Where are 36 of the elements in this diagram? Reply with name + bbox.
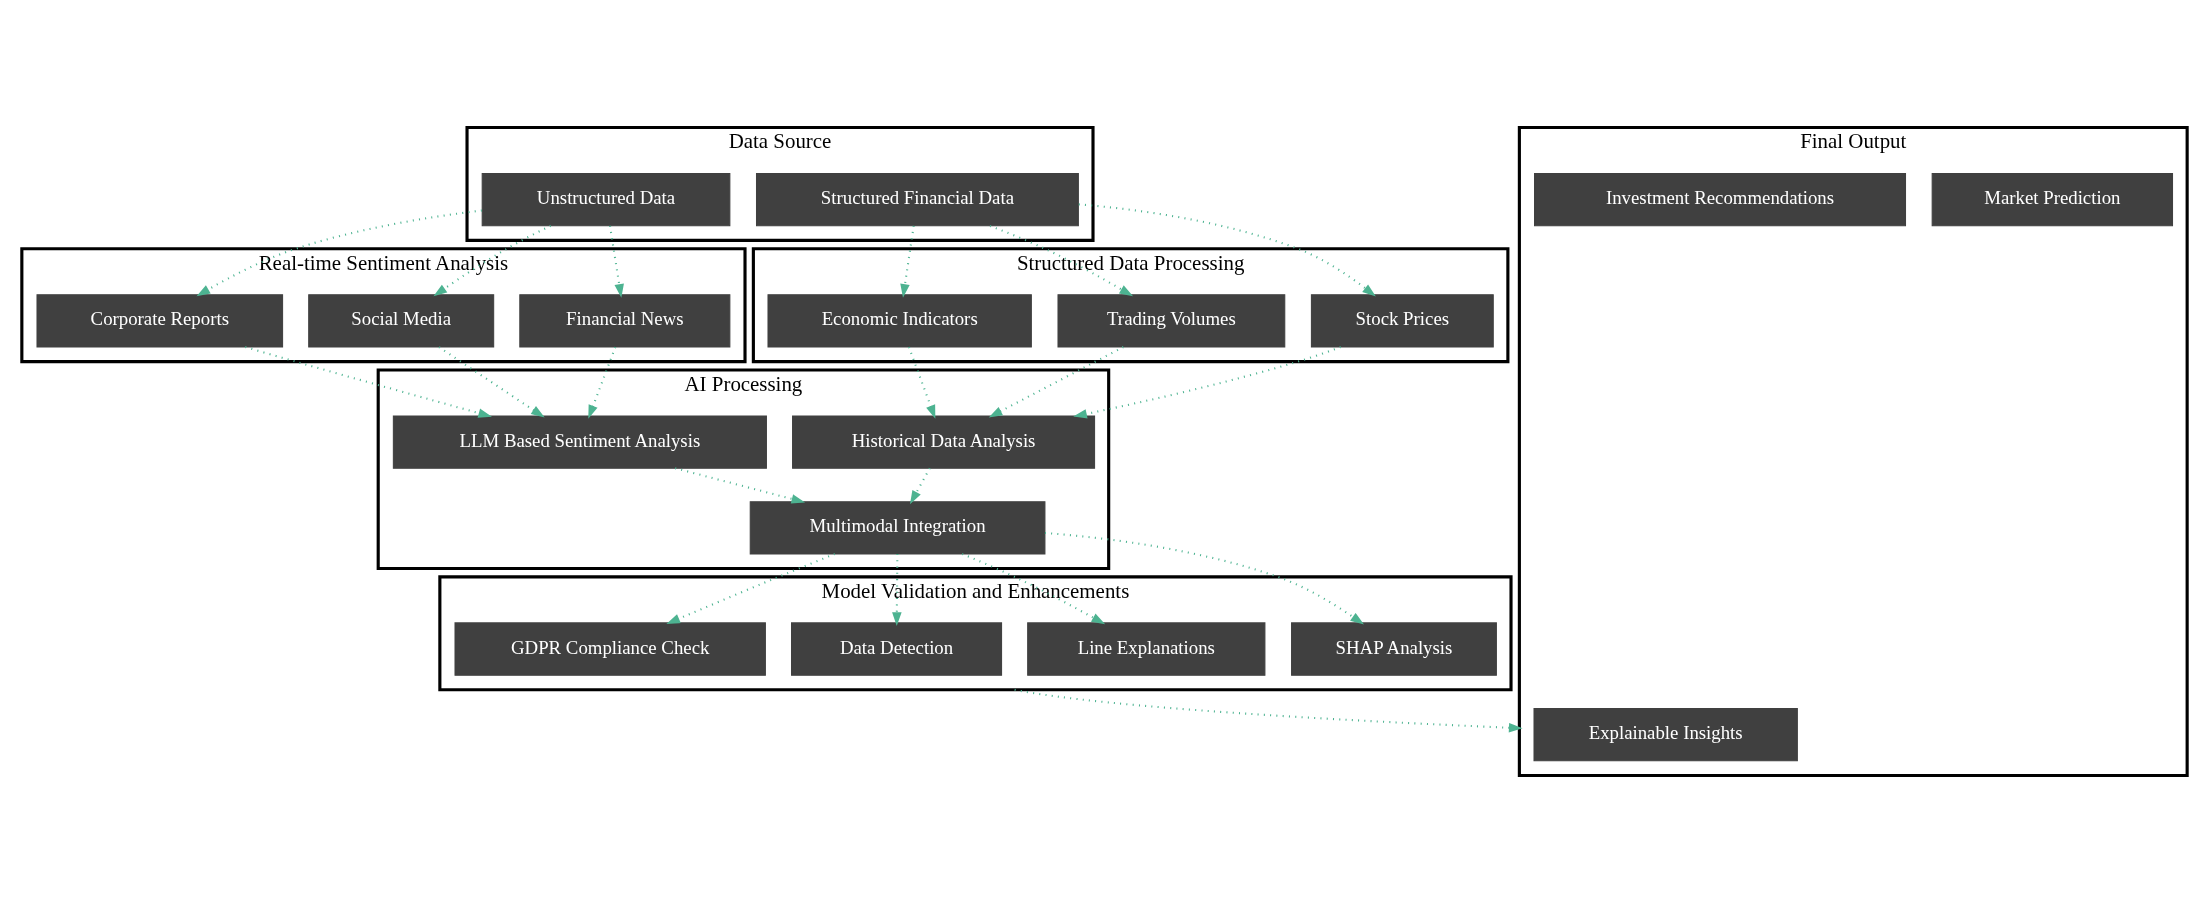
node-box: LLM Based Sentiment Analysis [392,415,767,469]
node-box: SHAP Analysis [1291,622,1497,676]
arrow [1044,531,1364,625]
node-box: Financial News [519,294,731,348]
node-box: Stock Prices [1310,294,1494,348]
arrow [1014,688,1523,733]
node-box: GDPR Compliance Check [454,622,766,676]
arrow [666,553,836,624]
arrow [438,346,545,418]
arrow [608,225,624,298]
node-box: Economic Indicators [767,294,1032,348]
node-box: Trading Volumes [1057,294,1286,348]
arrow [910,467,931,505]
node-box: Multimodal Integration [749,501,1046,555]
arrow [989,224,1134,297]
arrow [1078,203,1376,297]
node-box: Investment Recommendations [1534,173,1907,227]
arrow [244,346,492,418]
node-box: Unstructured Data [481,173,731,227]
arrow [900,225,915,298]
node-box: Line Explanations [1027,622,1266,676]
node-box: Social Media [308,294,495,348]
arrow [433,224,552,297]
arrow [961,553,1106,625]
node-box: Historical Data Analysis [792,415,1096,469]
node-box: Corporate Reports [36,294,284,348]
node-box: Structured Financial Data [755,173,1079,227]
node-box: Market Prediction [1931,173,2174,227]
arrow [196,209,482,297]
arrow [674,467,806,504]
node-box: Data Detection [791,622,1003,676]
arrow [588,346,617,419]
node-box: Explainable Insights [1533,708,1798,762]
arrow [908,346,936,419]
arrow [1073,346,1342,419]
arrow [892,554,902,626]
